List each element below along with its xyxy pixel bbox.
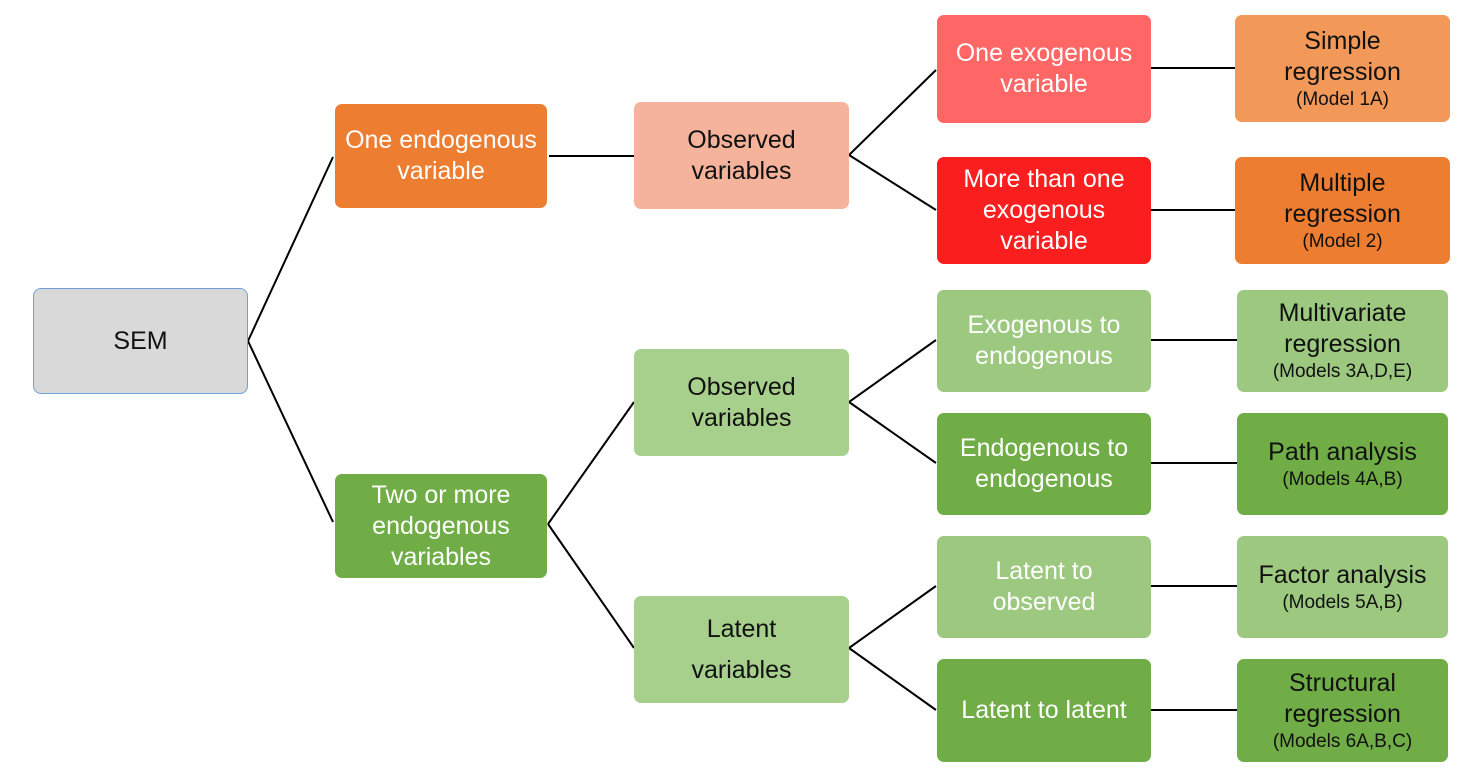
node-multivariate-regression: Multivariate regression (Models 3A,D,E) [1237, 290, 1448, 392]
node-label-line: Observed [687, 372, 796, 401]
connector-latent-latent-to-latent [848, 647, 937, 711]
node-label-line: Two or more [371, 480, 511, 509]
node-label-line: Multiple [1299, 168, 1386, 197]
node-latent-to-latent: Latent to latent [937, 659, 1151, 762]
node-label-line: One exogenous [955, 39, 1133, 67]
node-label-line: Factor analysis [1258, 560, 1427, 589]
node-observed-variables-2: Observed variables [634, 349, 849, 456]
node-label-line: Multivariate [1278, 299, 1407, 327]
node-latent-variables: Latent variables [634, 596, 849, 703]
node-label-line: exogenous [982, 196, 1106, 224]
node-one-exogenous-variable: One exogenous variable [937, 15, 1151, 123]
node-simple-regression: Simple regression (Model 1A) [1235, 15, 1450, 122]
node-label-line: variable [1000, 227, 1088, 255]
node-label-line: regression [1284, 330, 1401, 358]
node-label-line: variables [691, 156, 792, 185]
connector-observed-one-exogenous [848, 69, 937, 156]
node-one-endogenous-variable: One endogenous variable [335, 104, 547, 208]
node-endogenous-to-endogenous: Endogenous to endogenous [937, 413, 1151, 515]
model-reference: (Models 4A,B) [1282, 468, 1403, 490]
node-label-line: Observed [687, 125, 796, 154]
node-sem: SEM [33, 288, 248, 394]
node-label-line: Exogenous to [967, 311, 1121, 339]
connector-root-two-endogenous [247, 340, 334, 523]
node-label-line: variables [691, 655, 792, 684]
node-label-line: regression [1284, 699, 1401, 728]
model-reference: (Models 5A,B) [1282, 591, 1403, 613]
connector-observed-exo-to-endo [848, 339, 937, 403]
node-latent-to-observed: Latent to observed [937, 536, 1151, 638]
node-exogenous-to-endogenous: Exogenous to endogenous [937, 290, 1151, 392]
connector-latent-latent-to-observed [848, 585, 937, 649]
node-label-line: observed [992, 588, 1096, 616]
node-factor-analysis: Factor analysis (Models 5A,B) [1237, 536, 1448, 638]
node-label-line: regression [1284, 57, 1401, 86]
node-two-or-more-endogenous-variables: Two or more endogenous variables [335, 474, 547, 578]
node-observed-variables-1: Observed variables [634, 102, 849, 209]
connector-observed-endo-to-endo [848, 401, 937, 464]
node-path-analysis: Path analysis (Models 4A,B) [1237, 413, 1448, 515]
node-label-line: variable [397, 157, 485, 185]
connector-observed-more-exogenous [848, 154, 937, 211]
connector-two-endogenous-latent [547, 523, 635, 649]
node-label-line: regression [1284, 199, 1401, 228]
node-sem-label: SEM [113, 326, 168, 355]
node-label-line: Latent [706, 614, 777, 643]
model-reference: (Models 3A,D,E) [1272, 361, 1413, 382]
node-label-line: Structural [1289, 668, 1396, 697]
model-reference: (Models 6A,B,C) [1272, 730, 1413, 752]
node-label-line: endogenous [372, 511, 510, 540]
node-label-line: variables [691, 403, 792, 432]
node-multiple-regression: Multiple regression (Model 2) [1235, 157, 1450, 264]
node-label-line: One endogenous [345, 126, 537, 154]
node-label-line: More than one [963, 165, 1125, 193]
model-reference: (Model 2) [1302, 230, 1383, 252]
node-label-line: Latent to latent [961, 696, 1127, 724]
node-label-line: Path analysis [1268, 437, 1417, 466]
node-label-line: variables [390, 542, 492, 571]
connector-two-endogenous-observed [547, 401, 635, 525]
node-label-line: variable [1000, 70, 1088, 98]
connector-root-one-endogenous [247, 156, 334, 342]
node-label-line: endogenous [975, 465, 1113, 493]
node-structural-regression: Structural regression (Models 6A,B,C) [1237, 659, 1448, 762]
node-label-line: Latent to [995, 557, 1093, 585]
model-reference: (Model 1A) [1296, 88, 1389, 110]
node-label-line: endogenous [975, 342, 1113, 370]
node-label-line: Endogenous to [959, 434, 1129, 462]
node-more-than-one-exogenous-variable: More than one exogenous variable [937, 157, 1151, 264]
node-label-line: Simple [1304, 26, 1381, 55]
